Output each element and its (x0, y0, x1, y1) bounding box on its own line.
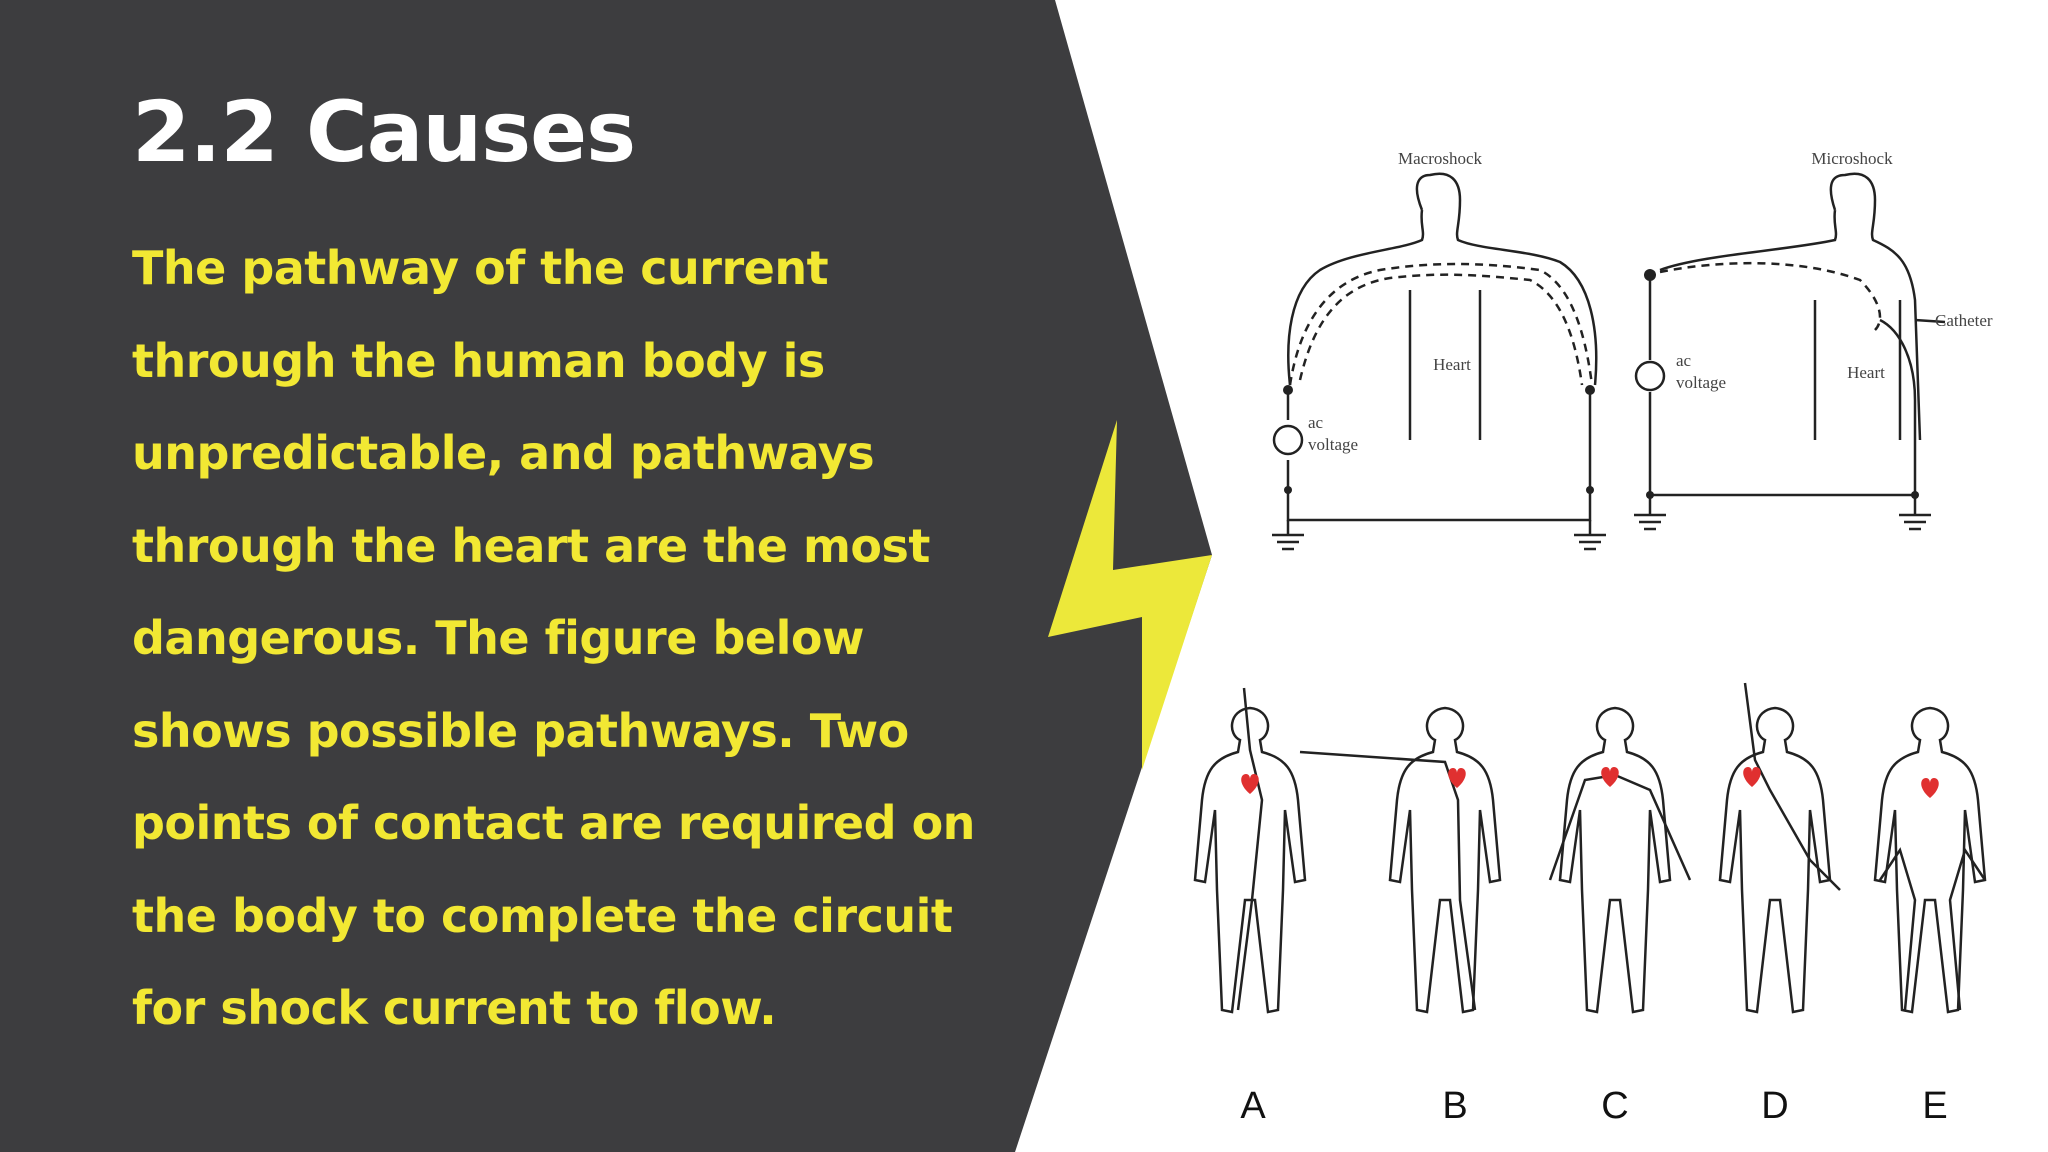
heart-icon-b (1448, 768, 1466, 788)
heart-icon-d (1743, 767, 1761, 787)
microshock-body-outline (1659, 172, 1922, 441)
microshock-label: Microshock (1811, 149, 1893, 168)
microshock-heart-label: Heart (1847, 363, 1885, 382)
label-b: B (1442, 1085, 1467, 1127)
macroshock-heart-label: Heart (1433, 355, 1471, 374)
label-e: E (1922, 1085, 1947, 1127)
macroshock-body-outline (1287, 172, 1598, 440)
label-a: A (1240, 1085, 1266, 1127)
label-c: C (1601, 1085, 1628, 1127)
pathway-b (1299, 750, 1477, 1011)
heart-icon-c (1601, 767, 1619, 787)
lightning-bolt-icon (1048, 420, 1212, 770)
catheter-label: Catheter (1935, 311, 1993, 330)
heart-icon-a (1241, 774, 1259, 794)
macroshock-ac-label: ac (1308, 413, 1324, 432)
slide-title: 2.2 Causes (132, 83, 636, 181)
pathway-a (1236, 687, 1264, 1011)
person-b (1388, 706, 1502, 1014)
pathway-d (1743, 682, 1841, 891)
pathway-e (1878, 847, 1987, 1011)
macroshock-current-path (1288, 262, 1594, 386)
catheter-line (1879, 318, 1917, 460)
slide-body-text: The pathway of the current through the h… (132, 241, 975, 1035)
microshock-voltage-label: voltage (1676, 373, 1726, 392)
person-e (1873, 706, 1987, 1014)
microshock-ac-label: ac (1676, 351, 1692, 370)
heart-icon-e (1921, 778, 1939, 798)
microshock-current-path (1659, 261, 1882, 331)
microshock-circuit (1648, 275, 1917, 497)
person-c (1558, 706, 1672, 1014)
label-d: D (1761, 1085, 1788, 1127)
macroshock-voltage-label: voltage (1308, 435, 1358, 454)
person-d (1718, 706, 1832, 1014)
dark-panel (0, 0, 1212, 1152)
macroshock-label: Macroshock (1398, 149, 1483, 168)
